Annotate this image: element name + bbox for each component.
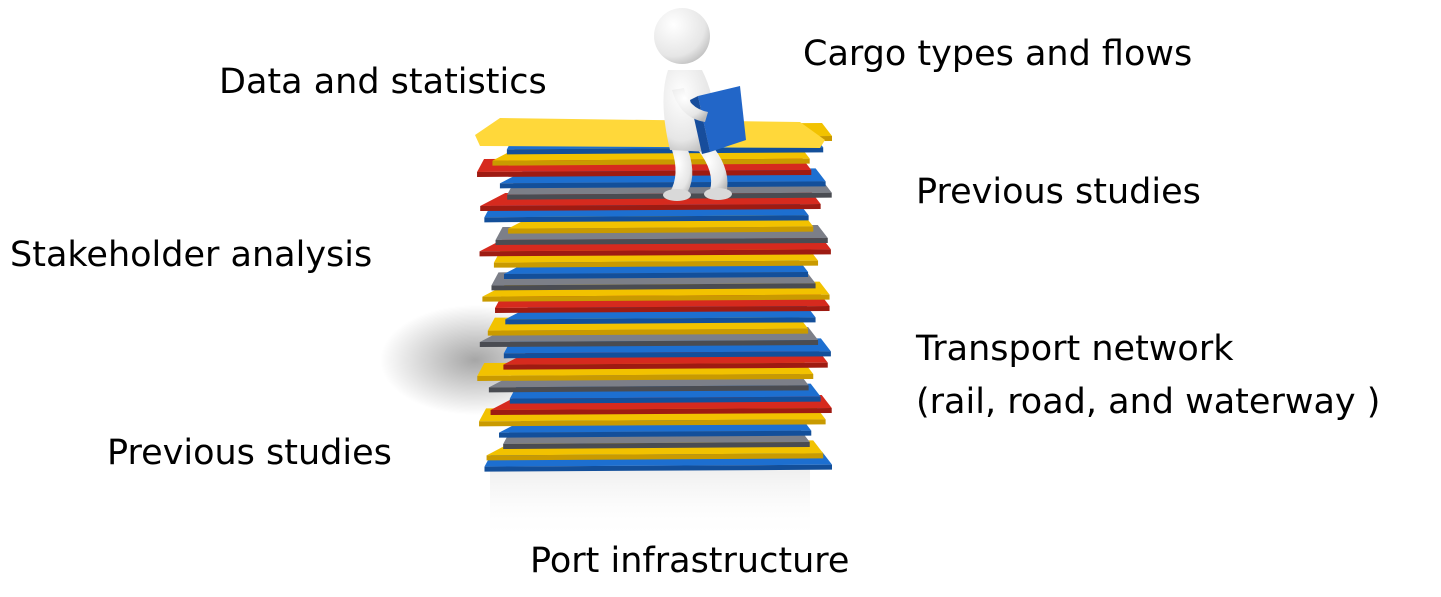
label-transport-network: Transport network (916, 329, 1234, 369)
folder-edge (499, 430, 812, 438)
folder-top (475, 118, 825, 148)
figure-head (654, 8, 710, 64)
folder-edge (492, 158, 810, 166)
label-cargo-types-and-flows: Cargo types and flows (803, 34, 1193, 74)
folder-edge (508, 226, 814, 234)
folder-edge (479, 340, 819, 347)
label-previous-studies-right: Previous studies (916, 172, 1201, 212)
folder-edge (491, 283, 816, 291)
folder-edge (482, 294, 830, 302)
folder-edge (479, 249, 831, 257)
folder-edge (487, 328, 809, 336)
folder-edge (495, 306, 830, 313)
folder-edge (509, 396, 821, 404)
folder-edge (499, 181, 826, 189)
label-transport-network-detail: (rail, road, and waterway ) (916, 382, 1381, 422)
folder-edge (506, 147, 824, 155)
folder-edge (484, 464, 832, 472)
folder-stack (475, 118, 832, 472)
folder-edge (477, 374, 814, 381)
label-port-infrastructure: Port infrastructure (530, 541, 850, 581)
folder-edge (480, 204, 821, 211)
label-data-and-statistics: Data and statistics (219, 62, 547, 102)
folder-edge (503, 272, 809, 279)
folder-edge (484, 215, 809, 223)
folder-edge (493, 260, 819, 268)
folder-edge (505, 317, 816, 325)
label-previous-studies-left: Previous studies (107, 433, 392, 473)
folder-edge (503, 362, 828, 370)
folder-edge (488, 385, 809, 393)
folder-edge (495, 238, 828, 245)
folder-edge (477, 170, 812, 177)
folder-edge (503, 351, 831, 359)
book-icon (698, 86, 746, 152)
folder-edge (503, 442, 810, 449)
folder-edge (490, 408, 832, 415)
stick-figure-reading-on-folder-stack-icon (380, 8, 832, 540)
folder-edge (479, 419, 826, 427)
label-stakeholder-analysis: Stakeholder analysis (10, 235, 373, 275)
folder-edge (486, 453, 824, 461)
stick-figure-icon (654, 8, 746, 201)
